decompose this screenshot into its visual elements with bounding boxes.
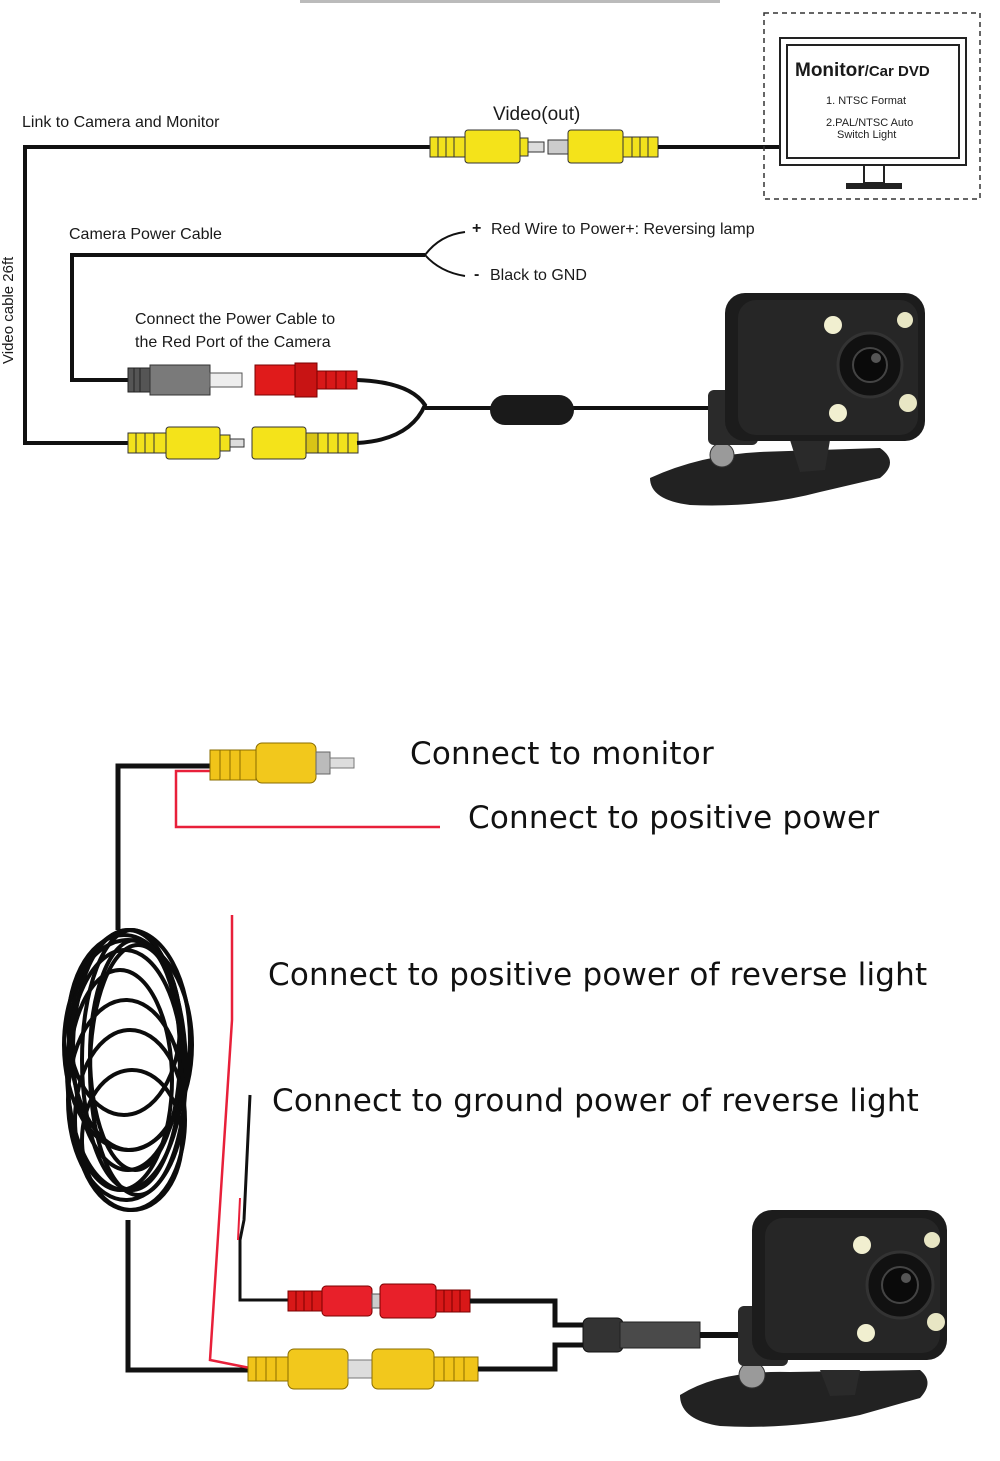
camera-cable-sleeve [582,1317,760,1353]
wiring-diagram-bottom: Connect to monitor Connect to positive p… [0,600,1000,1461]
monitor-title-text: Monitor [795,60,865,81]
coiled-cable [62,928,194,1212]
power-socket-red [254,362,358,398]
connect-power-line1: Connect the Power Cable to [135,311,336,328]
video-cable-wire [23,145,430,445]
monitor-neck [863,164,885,184]
monitor-note-ntsc: 1. NTSC Format [826,95,907,107]
connect-monitor-label: Connect to monitor [410,736,714,772]
monitor-title: Monitor/Car DVD [795,60,930,82]
red-wire-branch [424,231,466,256]
black-wire-branch [424,254,466,277]
camera-bottom [680,1210,947,1427]
video-out-connector [429,129,659,164]
video-plug-yellow [127,426,359,460]
monitor-dashed-box [763,12,981,200]
monitor-note-pal-line1: 2.PAL/NTSC Auto [826,117,914,129]
bottom-diagram-graphics [62,742,947,1427]
yellow-video-connector [247,1348,479,1390]
camera-top [650,293,925,506]
red-wire-label: Red Wire to Power+: Reversing lamp [491,221,755,238]
wiring-diagram-top: Link to Camera and Monitor Video(out) Mo… [0,0,1000,600]
plus-sign: + [472,220,482,237]
top-diagram-graphics [23,0,981,506]
ground-wire-red-strip [237,1197,241,1241]
top-edge-bar [300,0,720,3]
positive-power-wire [174,769,440,829]
black-gnd-label: Black to GND [490,267,587,284]
monitor-note-pal-line2: Switch Light [837,129,897,141]
monitor-subtitle-text: /Car DVD [864,63,930,80]
video-merge-wire [478,1342,585,1372]
monitor-cable [115,763,210,930]
video-out-label: Video(out) [493,104,581,125]
connect-power-line2: the Red Port of the Camera [135,334,331,351]
video-cable-length-label: Video cable 26ft [0,256,17,364]
connect-reverse-ground-label: Connect to ground power of reverse light [272,1083,920,1119]
reverse-ground-wire [238,1094,290,1302]
monitor-stand [846,183,902,189]
monitor-rca-plug [209,742,355,784]
red-power-connector [287,1283,471,1319]
connect-positive-label: Connect to positive power [468,800,880,836]
minus-sign: - [474,266,480,283]
link-camera-monitor-label: Link to Camera and Monitor [22,114,220,131]
monitor-screen [786,44,960,159]
power-merge-wire [470,1298,585,1328]
reverse-positive-wire [208,915,251,1370]
cable-junction [490,395,574,425]
connect-reverse-positive-label: Connect to positive power of reverse lig… [268,957,928,993]
y-merge-wire [356,378,428,445]
power-cable-wire [70,253,425,382]
camera-power-cable-label: Camera Power Cable [69,226,222,243]
video-cable-bottom [125,1220,250,1373]
power-plug-grey [127,364,243,396]
